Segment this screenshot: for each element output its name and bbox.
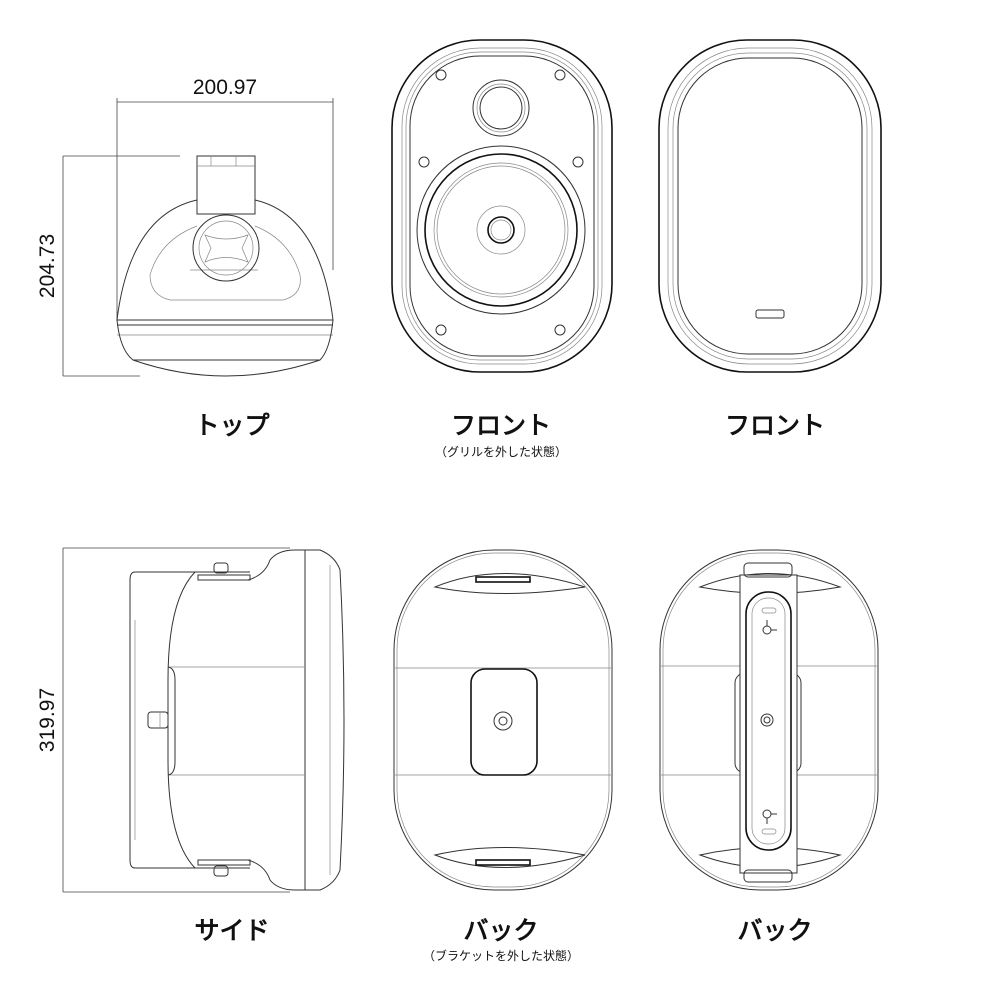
screw-icons (418, 69, 584, 336)
back-view (659, 549, 879, 891)
dimension-height-text: 204.73 (36, 234, 59, 298)
front-view-no-grille (391, 39, 613, 373)
note-front-no-grille: （グリルを外した状態） (434, 445, 568, 459)
top-view: 200.97 204.73 (36, 76, 334, 377)
dimension-side-height-text: 319.97 (36, 688, 59, 752)
brand-badge (755, 309, 785, 319)
dimension-width-text: 200.97 (193, 76, 257, 99)
label-back-no-bracket: バック (463, 916, 539, 945)
label-front: フロント (724, 411, 826, 440)
front-view (658, 39, 882, 373)
note-back-no-bracket: （ブラケットを外した状態） (422, 949, 580, 963)
side-view: 319.97 (36, 547, 345, 893)
bolt-icon (147, 711, 169, 729)
label-side: サイド (194, 916, 270, 945)
back-view-no-bracket (393, 549, 613, 891)
dimension-side-height: 319.97 (36, 547, 290, 893)
label-front-no-grille: フロント (450, 411, 552, 440)
label-back: バック (737, 916, 813, 945)
dimension-height: 204.73 (36, 155, 180, 377)
label-top: トップ (194, 411, 270, 440)
dimension-width: 200.97 (116, 76, 334, 320)
bracket-slot (745, 591, 792, 851)
terminal-plate (470, 668, 538, 776)
